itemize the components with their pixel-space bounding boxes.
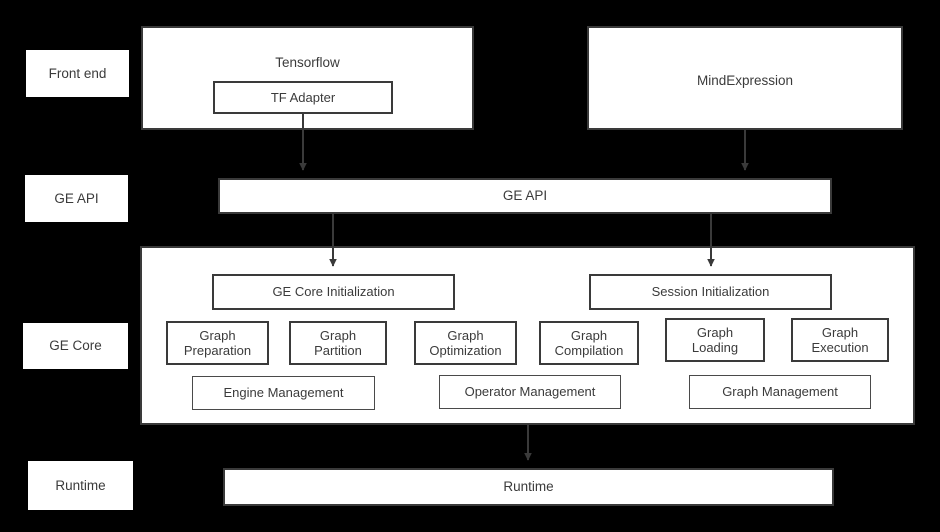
- session-initialization-box[interactable]: Session Initialization: [589, 274, 832, 310]
- stage-label-front-end-text: Front end: [48, 65, 107, 81]
- graph-compilation-box[interactable]: Graph Compilation: [539, 321, 639, 365]
- operator-management-box[interactable]: Operator Management: [439, 375, 621, 409]
- stage-label-runtime: Runtime: [28, 461, 133, 510]
- engine-management-box[interactable]: Engine Management: [192, 376, 375, 410]
- graph-management-label: Graph Management: [722, 384, 838, 400]
- graph-loading-label: Graph Loading: [691, 324, 739, 355]
- mindexpression-panel: MindExpression: [587, 26, 903, 130]
- graph-execution-box[interactable]: Graph Execution: [791, 318, 889, 362]
- stage-label-front-end: Front end: [26, 50, 129, 97]
- mindexpression-panel-title: MindExpression: [696, 73, 794, 88]
- graph-partition-box[interactable]: Graph Partition: [289, 321, 387, 365]
- stage-label-ge-core-text: GE Core: [49, 338, 102, 354]
- session-initialization-label: Session Initialization: [651, 284, 770, 300]
- graph-management-box[interactable]: Graph Management: [689, 375, 871, 409]
- tensorflow-panel-title: Tensorflow: [275, 55, 340, 70]
- graph-optimization-label: Graph Optimization: [429, 327, 502, 358]
- stage-label-runtime-text: Runtime: [55, 477, 106, 493]
- stage-label-ge-api-text: GE API: [54, 190, 99, 206]
- graph-compilation-label: Graph Compilation: [554, 327, 624, 358]
- ge-core-initialization-box[interactable]: GE Core Initialization: [212, 274, 455, 310]
- tf-adapter-box[interactable]: TF Adapter: [213, 81, 393, 114]
- graph-optimization-box[interactable]: Graph Optimization: [414, 321, 517, 365]
- runtime-bar[interactable]: Runtime: [223, 468, 834, 506]
- graph-execution-label: Graph Execution: [811, 324, 869, 355]
- runtime-bar-label: Runtime: [503, 479, 554, 495]
- engine-management-label: Engine Management: [223, 385, 344, 401]
- graph-partition-label: Graph Partition: [314, 327, 362, 358]
- tf-adapter-label: TF Adapter: [270, 89, 336, 105]
- ge-core-initialization-label: GE Core Initialization: [272, 284, 395, 300]
- graph-preparation-box[interactable]: Graph Preparation: [166, 321, 269, 365]
- operator-management-label: Operator Management: [464, 384, 596, 400]
- ge-api-bar[interactable]: GE API: [218, 178, 832, 214]
- tensorflow-panel: Tensorflow: [141, 26, 474, 130]
- ge-api-bar-label: GE API: [502, 188, 548, 204]
- stage-label-ge-api: GE API: [25, 175, 128, 222]
- graph-preparation-label: Graph Preparation: [183, 327, 252, 358]
- stage-label-ge-core: GE Core: [23, 323, 128, 369]
- graph-loading-box[interactable]: Graph Loading: [665, 318, 765, 362]
